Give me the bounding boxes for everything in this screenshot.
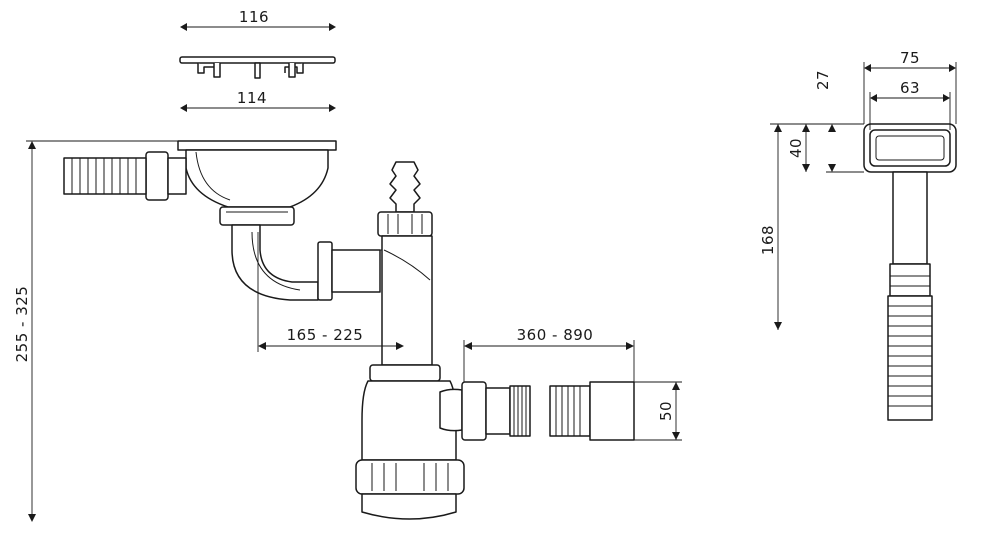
overflow-hose-left (63, 151, 187, 201)
dim-label-outlet-offset: 165 - 225 (287, 326, 364, 344)
elbow-pipe (231, 224, 381, 301)
dim-label-116: 116 (239, 8, 269, 26)
outlet-connector (439, 381, 531, 441)
dimension-total-height: 255 - 325 (13, 140, 178, 522)
basin-drain (177, 140, 337, 226)
dim-label-40: 40 (787, 138, 805, 158)
dimension-outlet-diameter: 50 (634, 381, 682, 441)
dimension-63: 63 (869, 79, 951, 130)
bottle-trap (355, 364, 465, 520)
overflow-cap (179, 56, 336, 79)
dimension-outlet-offset: 165 - 225 (257, 232, 404, 352)
extension-pipe (549, 381, 635, 441)
dimension-116: 116 (180, 8, 336, 31)
dimension-40: 40 (787, 124, 810, 172)
dim-label-114: 114 (237, 89, 267, 107)
dimension-168: 168 (759, 123, 864, 330)
secondary-inlet (377, 161, 433, 237)
dimension-75: 75 (863, 49, 957, 124)
dim-label-connector-length: 360 - 890 (517, 326, 594, 344)
dim-label-63: 63 (900, 79, 920, 97)
dim-label-total-height: 255 - 325 (13, 286, 31, 363)
dimension-27: 27 (814, 70, 864, 173)
dimension-114: 114 (180, 89, 336, 112)
overflow-assembly (863, 123, 957, 421)
dim-label-168: 168 (759, 225, 777, 255)
dim-label-27: 27 (814, 70, 832, 90)
dim-label-75: 75 (900, 49, 920, 67)
dimension-connector-length: 360 - 890 (463, 326, 635, 382)
dim-label-outlet-diameter: 50 (657, 401, 675, 421)
